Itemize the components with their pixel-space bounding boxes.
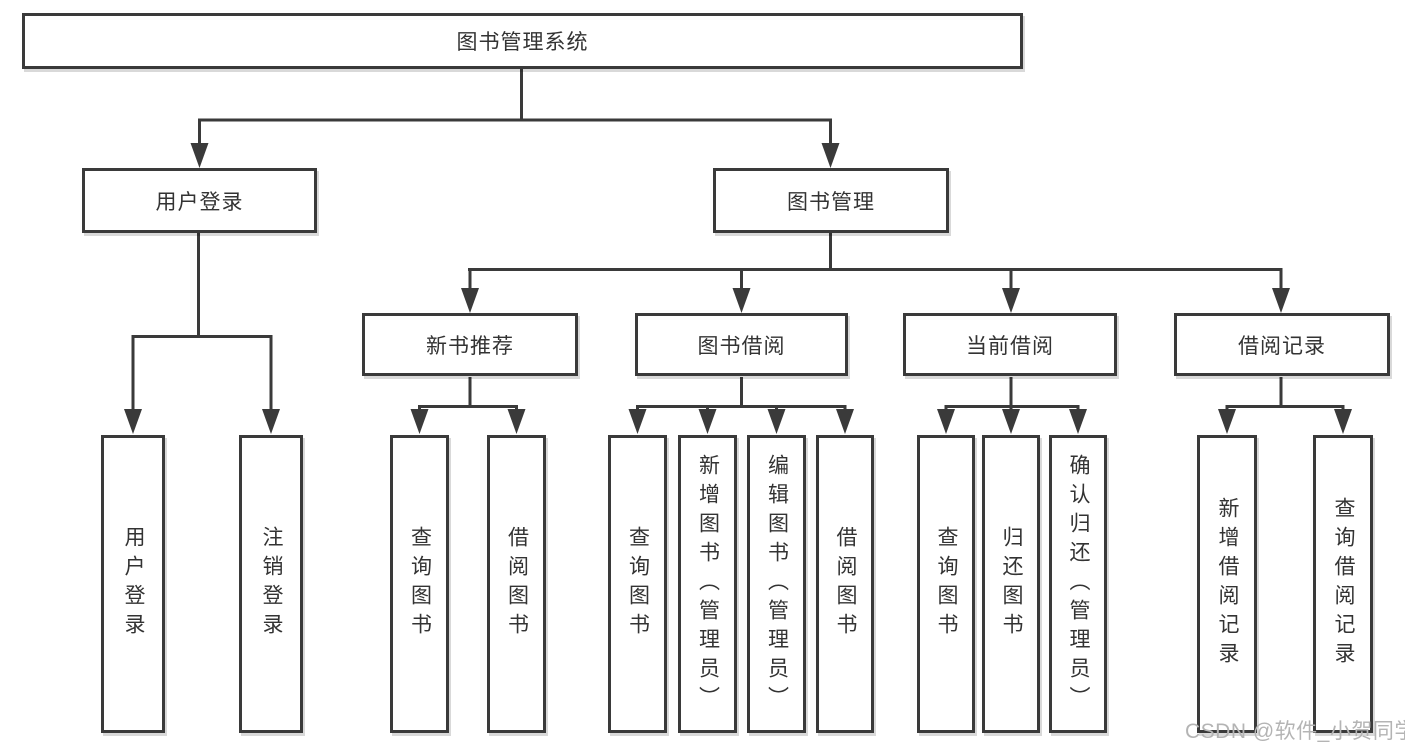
node-label: 注销登录 — [260, 526, 283, 642]
leaf-query-borrow-record: 查询借阅记录 — [1313, 435, 1373, 733]
leaf-query-books-recommend: 查询图书 — [390, 435, 449, 733]
node-book-management: 图书管理 — [713, 168, 949, 233]
node-current-borrow: 当前借阅 — [903, 313, 1117, 376]
leaf-return-books: 归还图书 — [982, 435, 1040, 733]
node-label: 归还图书 — [1000, 526, 1023, 642]
node-label: 新增图书（管理员） — [696, 453, 720, 715]
leaf-user-login: 用户登录 — [101, 435, 165, 733]
node-label: 编辑图书（管理员） — [765, 453, 789, 715]
node-book-borrow: 图书借阅 — [635, 313, 848, 376]
node-label: 借阅图书 — [834, 526, 857, 642]
node-label: 用户登录 — [155, 190, 244, 214]
node-label: 借阅记录 — [1238, 334, 1326, 358]
leaf-logout-login: 注销登录 — [239, 435, 303, 733]
node-label: 查询图书 — [408, 526, 432, 642]
node-label: 当前借阅 — [966, 334, 1054, 358]
node-label: 确认归还（管理员） — [1067, 453, 1090, 715]
node-label: 借阅图书 — [505, 526, 529, 642]
node-borrow-records: 借阅记录 — [1174, 313, 1390, 376]
node-label: 查询图书 — [935, 526, 958, 642]
leaf-query-books-current: 查询图书 — [917, 435, 975, 733]
csdn-watermark: CSDN @软件_小贺同学 — [1185, 720, 1405, 743]
node-new-book-recommend: 新书推荐 — [362, 313, 578, 376]
node-root: 图书管理系统 — [22, 13, 1023, 69]
leaf-borrow-books-recommend: 借阅图书 — [487, 435, 546, 733]
leaf-add-borrow-record: 新增借阅记录 — [1197, 435, 1257, 733]
node-label: 新增借阅记录 — [1216, 497, 1239, 671]
node-label: 用户登录 — [122, 526, 145, 642]
node-label: 图书借阅 — [697, 334, 786, 358]
node-user-login: 用户登录 — [82, 168, 317, 233]
leaf-borrow-books: 借阅图书 — [816, 435, 874, 733]
leaf-query-books-borrow: 查询图书 — [608, 435, 667, 733]
node-label: 图书管理 — [787, 190, 875, 214]
leaf-edit-books-admin: 编辑图书（管理员） — [747, 435, 806, 733]
leaf-add-books-admin: 新增图书（管理员） — [678, 435, 737, 733]
node-label: 查询图书 — [626, 526, 650, 642]
node-label: 图书管理系统 — [456, 31, 589, 54]
node-label: 新书推荐 — [426, 334, 514, 358]
leaf-confirm-return-admin: 确认归还（管理员） — [1049, 435, 1107, 733]
node-label: 查询借阅记录 — [1332, 497, 1355, 671]
